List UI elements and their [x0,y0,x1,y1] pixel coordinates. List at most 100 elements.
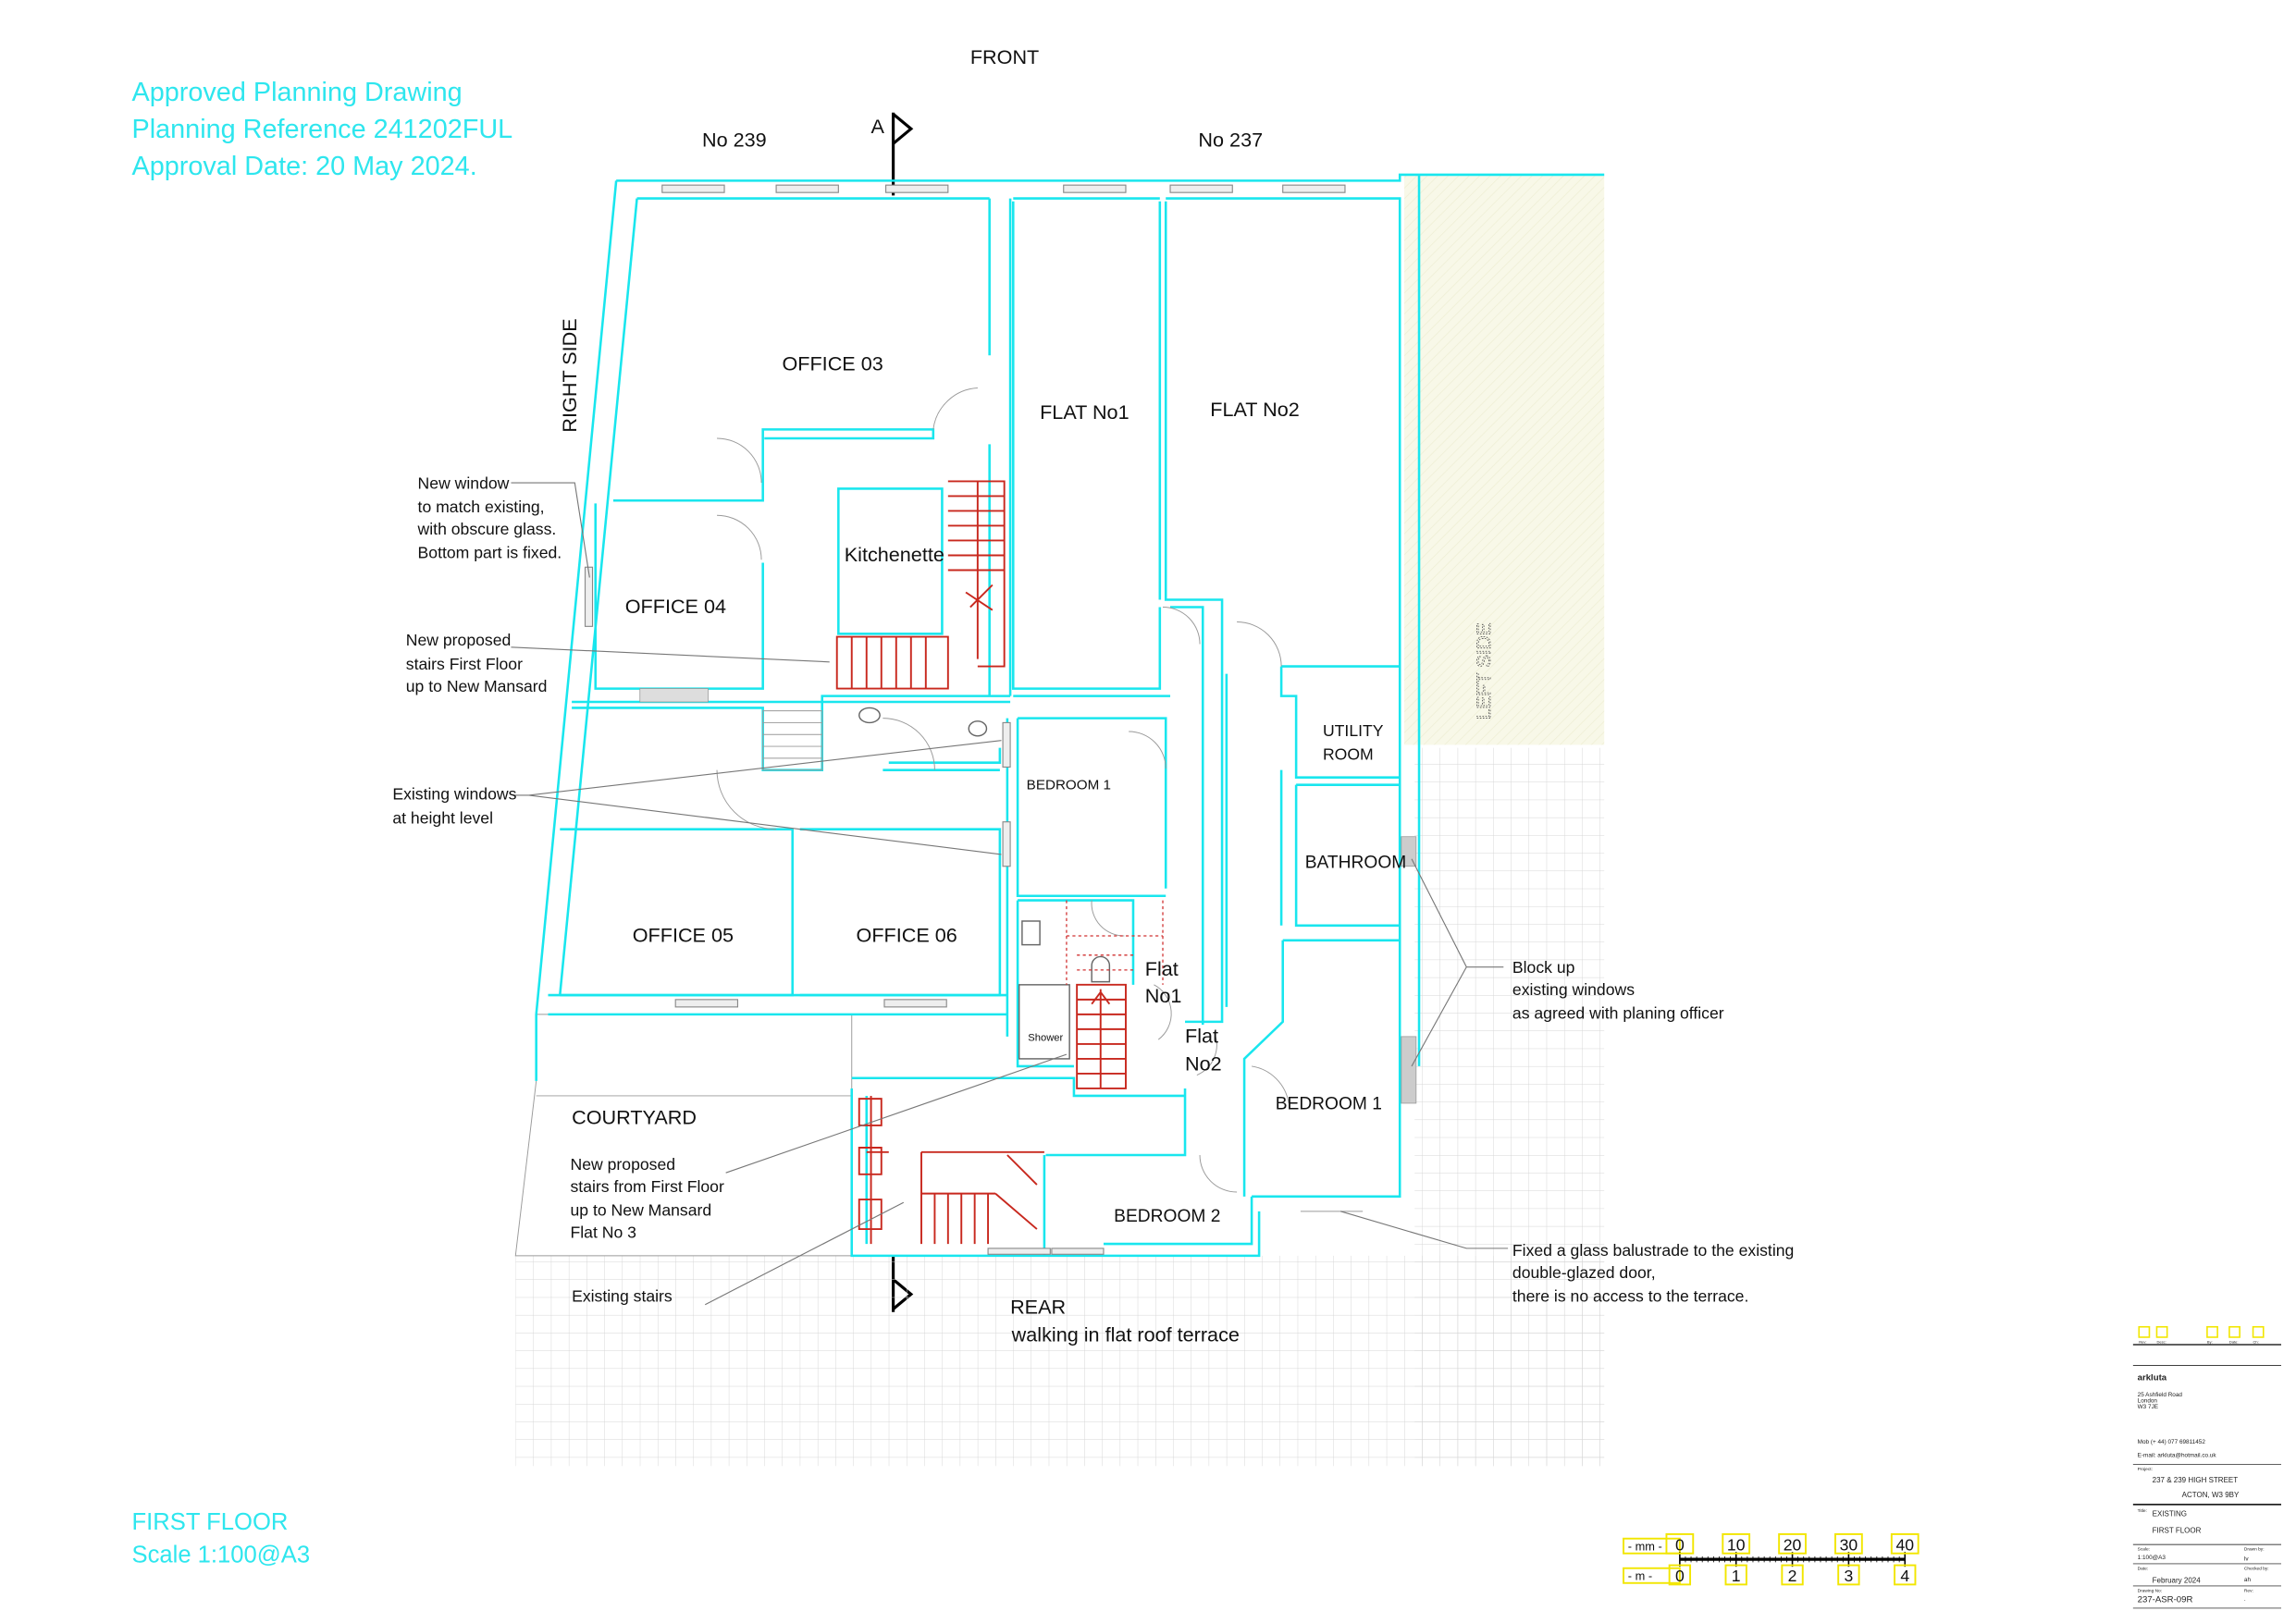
courtyard-label: COURTYARD [572,1105,697,1128]
room-office-04: OFFICE 04 [625,595,726,618]
drawing-title: FIRST FLOOR [132,1509,289,1535]
left-side-label: LEFT SIDE [1474,622,1495,719]
project-line-1: 237 & 239 HIGH STREET [2153,1476,2239,1484]
shower-label: Shower [1028,1033,1063,1044]
room-bedroom-1-upper: BEDROOM 1 [1027,777,1111,793]
drawn-by-label: Drawn by: [2244,1547,2265,1553]
rear-terrace-label: walking in flat roof terrace [1011,1323,1240,1346]
project-label: Project: [2138,1467,2153,1472]
stamp-line-3: Approval Date: 20 May 2024. [132,152,477,181]
rev-box [2155,1325,2168,1338]
rev-header: Ch: [2253,1339,2259,1344]
rev-box [2252,1325,2265,1338]
scale-m-tick-label: 2 [1788,1567,1797,1585]
scale-m-box [1837,1564,1860,1586]
mobile: Mob (+ 44) 077 69811452 [2138,1439,2206,1445]
scale-m-tick-label: 0 [1675,1567,1685,1585]
rev-box [2228,1325,2240,1338]
scale-mm-tick-label: 10 [1727,1536,1746,1555]
address-line-3: W3 7JE [2138,1404,2158,1410]
scale-m-box [1894,1564,1917,1586]
terrace-grid-bottom [515,1255,1605,1467]
title-line-2: FIRST FLOOR [2153,1526,2202,1534]
rev-label: Rev: [2244,1588,2253,1593]
sanitary-fittings [858,707,1111,1060]
note-stairs-first-3: up to New Mansard [406,677,548,695]
scale-label: Scale: [2138,1547,2150,1553]
email: E-mail: arkluta@hotmail.co.uk [2138,1453,2217,1459]
rev-header: Desc: [2156,1339,2166,1344]
note-block-up-1: Block up [1512,958,1575,977]
note-new-window-4: Bottom part is fixed. [418,544,562,562]
note-block-up-3: as agreed with planing officer [1512,1004,1724,1023]
note-stairs-first-2: stairs First Floor [406,655,523,673]
note-existing-windows-1: Existing windows [392,785,516,804]
scale-m-tick-label: 4 [1900,1567,1909,1585]
walls [535,173,1605,1258]
room-bathroom: BATHROOM [1305,853,1407,872]
rear-label: REAR [1010,1295,1066,1318]
flat-no2-entry-line1: Flat [1185,1024,1218,1047]
checked-by: ah [2244,1577,2252,1583]
title-block: Rev: Desc: By: Date: Ch: arkluta 25 Ashfield… [2132,1325,2281,1609]
rev-header: By: [2207,1339,2213,1344]
drawing-no-label: Drawing No: [2138,1588,2162,1593]
stamp-line-2: Planning Reference 241202FUL [132,115,513,144]
note-stairs-flat3-4: Flat No 3 [571,1223,637,1242]
stamp-line-1: Approved Planning Drawing [132,78,463,107]
rev-box [2206,1325,2218,1338]
address-line-1: 25 Ashfield Road [2138,1392,2183,1398]
scale-m-box [1724,1564,1747,1586]
left-side-area [1404,174,1605,745]
flat-no1-entry-line2: No1 [1145,984,1182,1007]
rev-header: Date: [2229,1339,2239,1344]
rev-value: . [2244,1596,2246,1603]
room-office-03: OFFICE 03 [782,351,883,375]
neighbour-no239: No 239 [702,129,767,152]
neighbour-no237: No 237 [1198,129,1263,152]
scale-m-box [1781,1564,1804,1586]
scale-mm-tick-label: 30 [1840,1536,1858,1555]
scale-mm-box [1778,1532,1807,1555]
scale-mm-tick-label: 0 [1675,1536,1685,1555]
note-existing-windows-2: at height level [392,808,493,827]
note-stairs-flat3-1: New proposed [571,1155,676,1174]
note-new-window-3: with obscure glass. [417,520,557,538]
front-label: FRONT [970,45,1039,68]
scale-mm-box [1665,1532,1695,1555]
project-line-2: ACTON, W3 9BY [2182,1491,2240,1499]
section-a-label: A [871,115,885,138]
room-office-06: OFFICE 06 [857,923,957,946]
scale-mm-box [1890,1532,1920,1555]
title-line-1: EXISTING [2153,1510,2187,1518]
company-name: arkluta [2138,1372,2167,1383]
note-balustrade-1: Fixed a glass balustrade to the existing [1512,1241,1794,1260]
scale-mm-tick-label: 20 [1784,1536,1802,1555]
scale-m-box [1668,1564,1692,1586]
room-bedroom-1-lower: BEDROOM 1 [1276,1094,1382,1113]
note-existing-stairs: Existing stairs [572,1287,673,1306]
note-balustrade-3: there is no access to the terrace. [1512,1287,1748,1306]
date-label: Date: [2138,1566,2148,1571]
section-marker-top: A [871,112,914,196]
room-office-05: OFFICE 05 [633,923,734,946]
checked-by-label: Checked by: [2244,1566,2269,1571]
room-kitchenette: Kitchenette [845,543,944,566]
note-stairs-flat3-2: stairs from First Floor [571,1177,724,1196]
note-new-window-2: to match existing, [418,498,545,516]
note-stairs-flat3-3: up to New Mansard [571,1201,712,1220]
room-flat-no1: FLAT No1 [1040,400,1129,424]
room-labels: OFFICE 03 FLAT No1 FLAT No2 Kitchenette … [572,351,1406,1346]
windows [584,184,1417,1255]
note-stairs-first-1: New proposed [406,631,512,649]
drawn-by: lv [2244,1556,2249,1563]
annotations: New window to match existing, with obscu… [392,473,1794,1305]
note-new-window-1: New window [418,473,510,492]
scale-m-label: - m - [1628,1569,1652,1583]
scale-value: 1:100@A3 [2138,1555,2166,1561]
flat-no2-entry-line2: No2 [1185,1052,1222,1076]
scale-m-tick-label: 3 [1845,1567,1854,1585]
room-utility-line1: UTILITY [1323,721,1384,740]
